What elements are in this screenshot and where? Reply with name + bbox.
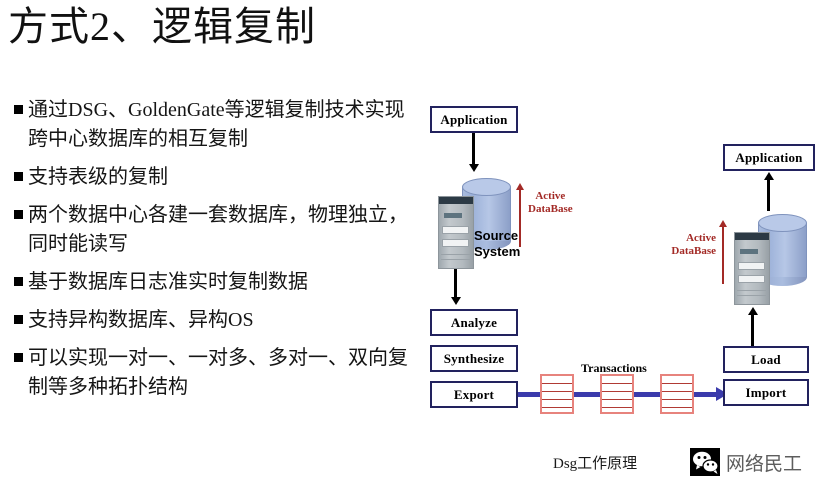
list-item-label: 可以实现一对一、一对多、多对一、双向复制等多种拓扑结构 [28, 347, 408, 398]
list-item: 可以实现一对一、一对多、多对一、双向复制等多种拓扑结构 [14, 344, 409, 402]
bullet-square-icon [14, 277, 23, 286]
source-server-icon [438, 196, 474, 269]
right-active-db-label: Active DataBase [650, 232, 716, 258]
watermark-label: 网络民工 [726, 453, 803, 475]
bullet-square-icon [14, 353, 23, 362]
transactions-label: Transactions [581, 361, 647, 375]
page-title: 方式2、逻辑复制 [8, 4, 316, 49]
list-item-label: 支持异构数据库、异构OS [28, 309, 254, 331]
list-item: 支持异构数据库、异构OS [14, 306, 409, 335]
wechat-icon [690, 448, 720, 476]
synthesize-box: Synthesize [430, 345, 518, 372]
source-system-label-line2: System [474, 244, 521, 259]
right-active-db-label-line1: Active [686, 232, 716, 244]
import-box: Import [723, 379, 809, 406]
diagram-caption: Dsg工作原理 [553, 456, 638, 472]
list-item-label: 通过DSG、GoldenGate等逻辑复制技术实现跨中心数据库的相互复制 [28, 99, 405, 150]
right-active-db-label-line2: DataBase [671, 245, 716, 257]
left-db-to-analyze-arrow-head [451, 297, 461, 305]
list-item-label: 两个数据中心各建一套数据库，物理独立，同时能读写 [28, 204, 408, 255]
right-application-box: Application [723, 144, 815, 171]
bullet-square-icon [14, 172, 23, 181]
left-app-to-db-arrow-head [469, 164, 479, 172]
transaction-block [600, 374, 634, 414]
bullet-list: 通过DSG、GoldenGate等逻辑复制技术实现跨中心数据库的相互复制 支持表… [14, 96, 409, 411]
left-active-db-label-line1: Active [535, 190, 566, 202]
export-box: Export [430, 381, 518, 408]
left-app-to-db-arrow-shaft [472, 133, 475, 165]
dsg-architecture-diagram: Application Source System Active DataBas… [418, 86, 834, 500]
right-active-db-arrow-head [719, 220, 727, 227]
watermark: 网络民工 [690, 448, 802, 476]
target-server-icon [734, 232, 770, 305]
right-db-to-app-arrow-head [764, 172, 774, 180]
list-item: 通过DSG、GoldenGate等逻辑复制技术实现跨中心数据库的相互复制 [14, 96, 409, 154]
right-active-db-arrow-shaft [722, 226, 724, 284]
left-db-to-analyze-arrow-shaft [454, 269, 457, 299]
load-to-db-arrow-head [748, 307, 758, 315]
bullet-square-icon [14, 105, 23, 114]
list-item-label: 支持表级的复制 [28, 166, 168, 188]
load-to-db-arrow-shaft [751, 314, 754, 346]
left-active-db-arrow-shaft [519, 189, 521, 247]
list-item: 支持表级的复制 [14, 163, 409, 192]
transaction-block [540, 374, 574, 414]
source-system-label-line1: Source [474, 228, 519, 243]
list-item: 基于数据库日志准实时复制数据 [14, 268, 409, 297]
bullet-square-icon [14, 210, 23, 219]
left-active-db-label-line2: DataBase [528, 203, 573, 215]
list-item: 两个数据中心各建一套数据库，物理独立，同时能读写 [14, 201, 409, 259]
right-db-to-app-arrow-shaft [767, 179, 770, 211]
left-application-box: Application [430, 106, 518, 133]
load-box: Load [723, 346, 809, 373]
analyze-box: Analyze [430, 309, 518, 336]
bullet-square-icon [14, 315, 23, 324]
left-active-db-arrow-head [516, 183, 524, 190]
list-item-label: 基于数据库日志准实时复制数据 [28, 271, 308, 293]
transaction-block [660, 374, 694, 414]
left-active-db-label: Active DataBase [528, 190, 573, 216]
